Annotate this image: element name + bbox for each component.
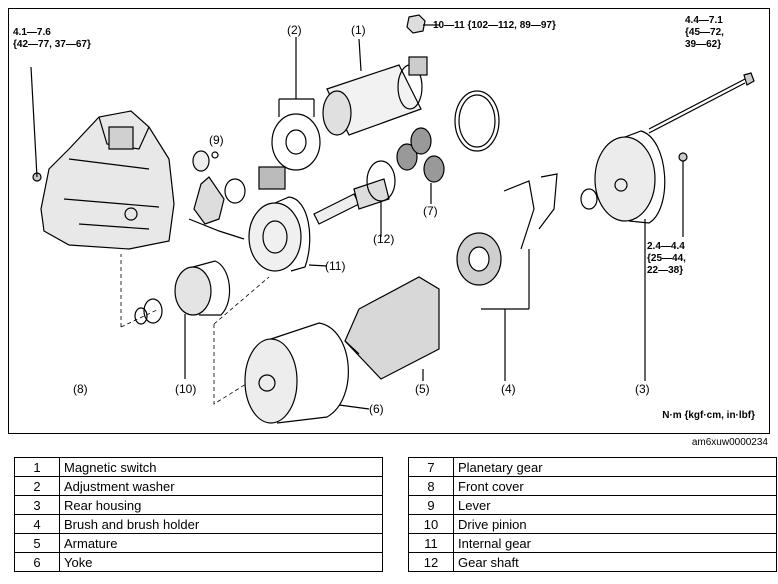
legend-part-name: Adjustment washer <box>59 476 383 496</box>
legend-part-name: Rear housing <box>59 495 383 515</box>
legend-part-name: Gear shaft <box>453 552 777 572</box>
torque-through-bolt: 4.4—7.1 {45—72, 39—62} <box>685 15 724 50</box>
legend-number: 2 <box>14 476 60 496</box>
guide-lines <box>120 254 270 405</box>
callout-3: (3) <box>635 382 650 396</box>
legend-part-name: Brush and brush holder <box>59 514 383 534</box>
brush-holder-part <box>456 173 558 381</box>
through-bolt <box>648 72 755 134</box>
drive-pinion-part <box>134 260 231 379</box>
internal-gear-part <box>248 196 328 272</box>
reference-code: am6xuw0000234 <box>691 437 768 448</box>
callout-1: (1) <box>351 23 366 37</box>
torque-front-cover: 4.1—7.6 {42—77, 37—67} <box>13 27 91 50</box>
legend-part-name: Drive pinion <box>453 514 777 534</box>
front-cover-part <box>40 110 175 250</box>
callout-5: (5) <box>415 382 430 396</box>
callout-11: (11) <box>325 259 346 273</box>
lever-part <box>188 151 245 240</box>
callout-8: (8) <box>73 382 88 396</box>
legend-number: 10 <box>408 514 454 534</box>
gear-shaft-part <box>313 160 396 237</box>
legend-number: 7 <box>408 457 454 477</box>
yoke-part <box>244 322 370 424</box>
adjustment-washer-part <box>271 37 321 171</box>
legend-number: 6 <box>14 552 60 572</box>
legend-number: 4 <box>14 514 60 534</box>
legend-number: 8 <box>408 476 454 496</box>
legend-part-name: Planetary gear <box>453 457 777 477</box>
legend-part-name: Internal gear <box>453 533 777 553</box>
callout-9: (9) <box>209 133 224 147</box>
legend-number: 3 <box>14 495 60 515</box>
legend-part-name: Lever <box>453 495 777 515</box>
legend-part-name: Yoke <box>59 552 383 572</box>
legend-number: 5 <box>14 533 60 553</box>
diagram-drawing <box>30 14 755 424</box>
callout-6: (6) <box>369 402 384 416</box>
callout-12: (12) <box>373 232 395 246</box>
torque-magnetic-switch-nut: 10—11 {102—112, 89—97} <box>433 20 556 31</box>
legend-number: 1 <box>14 457 60 477</box>
callout-4: (4) <box>501 382 516 396</box>
legend-number: 11 <box>408 533 454 553</box>
legend-number: 12 <box>408 552 454 572</box>
torque-rear-housing-screw: 2.4—4.4 {25—44, 22—38} <box>647 241 686 276</box>
legend-part-name: Magnetic switch <box>59 457 383 477</box>
callout-10: (10) <box>175 382 197 396</box>
callout-2: (2) <box>287 23 302 37</box>
magnetic-switch-part <box>322 38 428 136</box>
legend-part-name: Armature <box>59 533 383 553</box>
rear-housing-part <box>580 130 688 381</box>
armature-part <box>344 276 440 381</box>
exploded-diagram: 4.1—7.6 {42—77, 37—67} 10—11 {102—112, 8… <box>8 8 770 434</box>
callout-7: (7) <box>423 204 438 218</box>
unit-note: N·m {kgf·cm, in·lbf} <box>662 410 755 421</box>
legend-number: 9 <box>408 495 454 515</box>
front-cover-screw <box>30 66 42 182</box>
planetary-gear-part <box>396 127 445 204</box>
magnetic-switch-nut <box>406 14 439 34</box>
legend-part-name: Front cover <box>453 476 777 496</box>
